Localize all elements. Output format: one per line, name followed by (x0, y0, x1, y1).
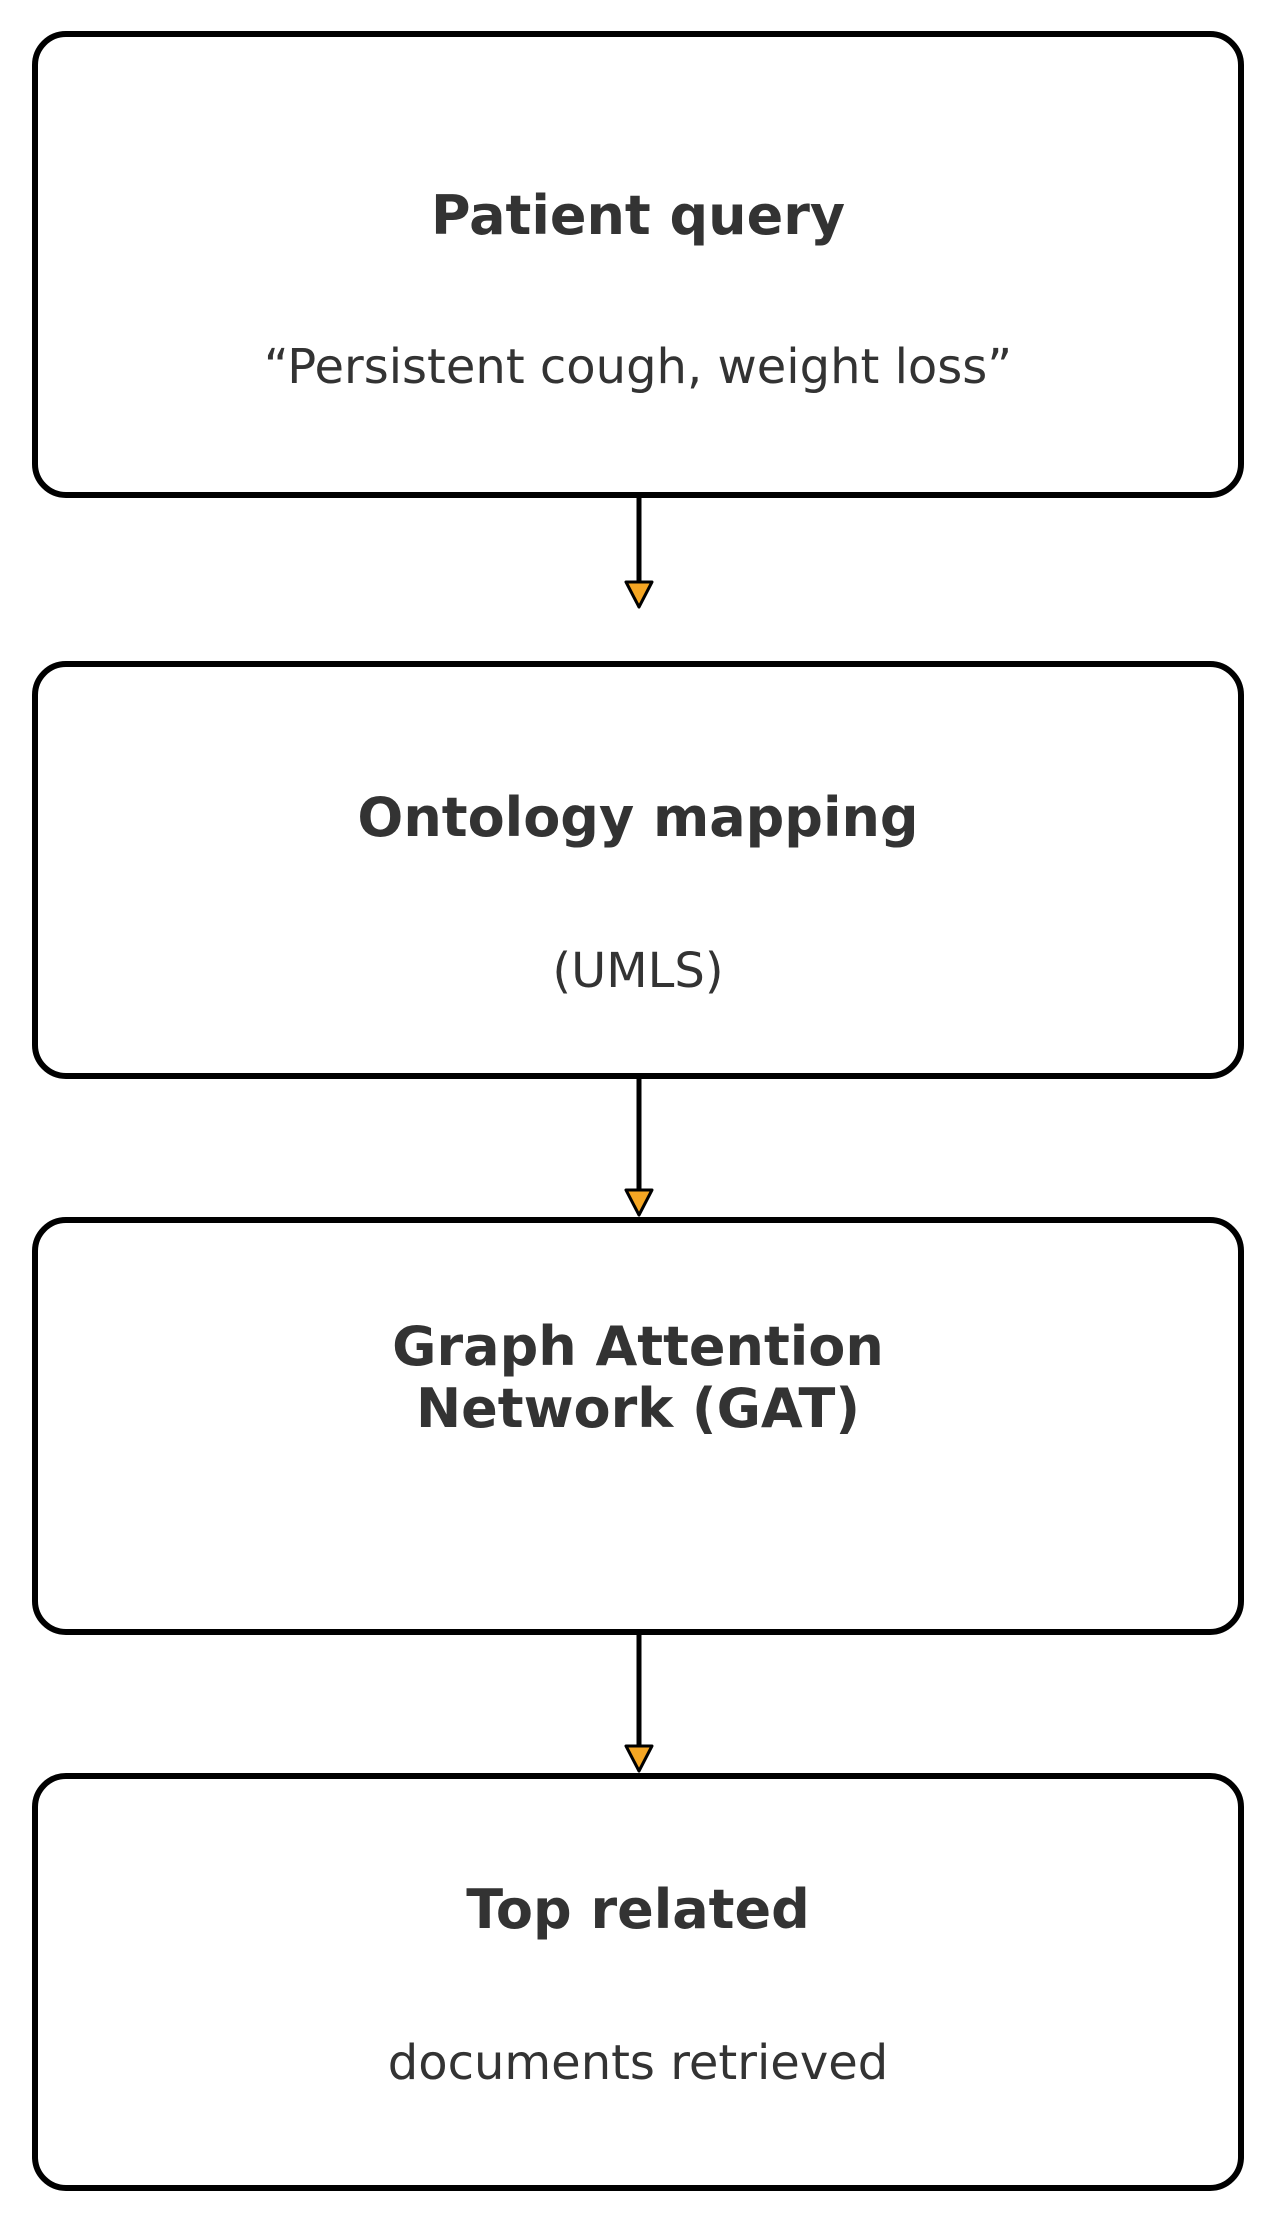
step-box-top-related: Top related documents retrieved (32, 1773, 1244, 2191)
step-title: Graph Attention Network (GAT) (392, 1315, 884, 1440)
step-box-graph-attention-network: Graph Attention Network (GAT) (32, 1217, 1244, 1635)
arrow-down-icon (624, 1188, 654, 1217)
connector-2 (624, 1079, 654, 1217)
connector-3 (624, 1635, 654, 1773)
step-subtitle: “Persistent cough, weight loss” (263, 339, 1013, 395)
step-title: Ontology mapping (357, 786, 919, 849)
step-box-ontology-mapping: Ontology mapping (UMLS) (32, 661, 1244, 1079)
step-subtitle: (UMLS) (552, 943, 724, 999)
connector-1 (624, 498, 654, 609)
step-subtitle: documents retrieved (387, 2035, 889, 2091)
arrow-down-icon (624, 1744, 654, 1773)
step-box-patient-query: Patient query “Persistent cough, weight … (32, 31, 1244, 498)
step-title: Top related (466, 1878, 810, 1941)
step-title: Patient query (430, 184, 846, 247)
arrow-down-icon (624, 580, 654, 609)
